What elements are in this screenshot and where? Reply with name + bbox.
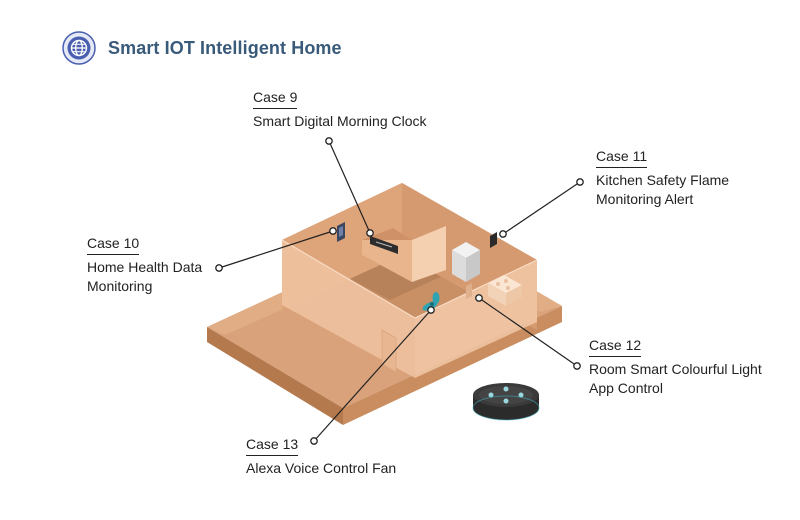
flame-alert-device [490, 232, 497, 248]
leader-dots [215, 137, 584, 445]
case-description: Smart Digital Morning Clock [253, 113, 427, 129]
case-number: Case 11 [596, 147, 648, 168]
page-title: Smart IOT Intelligent Home [108, 37, 342, 58]
case-description: Home Health Data Monitoring [87, 259, 203, 294]
case-description: Room Smart Colourful Light App Control [589, 361, 762, 396]
case10-label: Case 10 Home Health Data Monitoring [87, 234, 222, 296]
case-description: Kitchen Safety Flame Monitoring Alert [596, 172, 730, 207]
case13-label: Case 13 Alexa Voice Control Fan [246, 435, 396, 478]
smart-fan-device [422, 292, 440, 311]
case-description: Alexa Voice Control Fan [246, 460, 397, 476]
case-number: Case 10 [87, 234, 140, 255]
case-number: Case 9 [253, 88, 298, 109]
leader-lines [218, 140, 581, 442]
case-number: Case 12 [589, 336, 642, 357]
alexa-speaker [472, 383, 540, 421]
morning-clock-device [370, 236, 398, 254]
refrigerator [452, 242, 480, 282]
smart-light-device [466, 283, 472, 299]
header: Smart IOT Intelligent Home [62, 30, 342, 66]
case9-label: Case 9 Smart Digital Morning Clock [253, 88, 427, 131]
case11-label: Case 11 Kitchen Safety Flame Monitoring … [596, 147, 756, 209]
health-monitor-device [337, 222, 345, 242]
kitchen-counter [488, 275, 522, 306]
case-number: Case 13 [246, 435, 299, 456]
globe-icon [62, 31, 96, 65]
case12-label: Case 12 Room Smart Colourful Light App C… [589, 336, 789, 398]
